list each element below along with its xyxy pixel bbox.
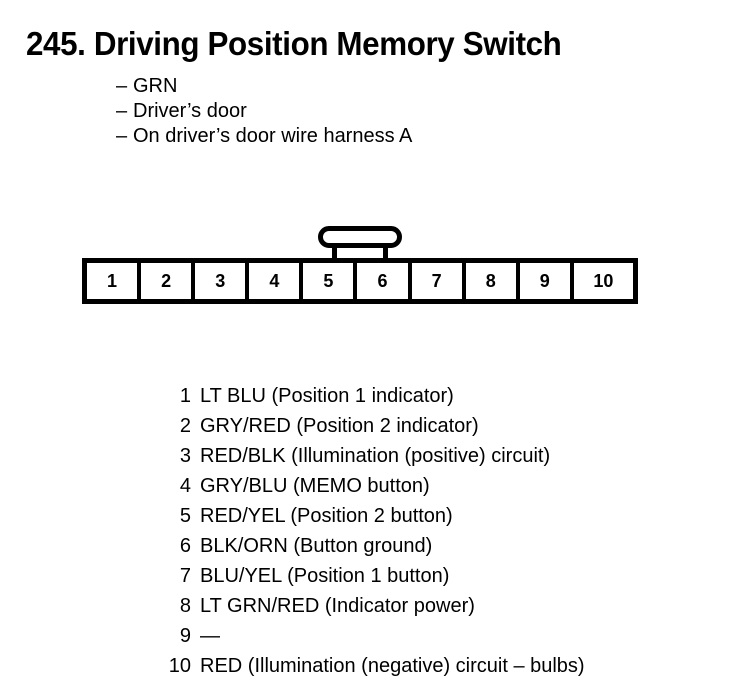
legend-pin-desc: —	[200, 625, 220, 647]
legend-pin-number: 10	[168, 655, 191, 677]
connector-pin-5: 5	[303, 263, 354, 299]
legend-pin-desc: BLK/ORN (Button ground)	[200, 535, 433, 557]
legend-row: 1 LT BLU (Position 1 indicator)	[163, 381, 585, 411]
legend-row: 4 GRY/BLU (MEMO button)	[163, 471, 585, 501]
connector-pin-7: 7	[411, 263, 462, 299]
note-item: – On driver’s door wire harness A	[116, 124, 412, 149]
legend-pin-desc: LT BLU (Position 1 indicator)	[200, 385, 454, 407]
legend-pin-desc: GRY/BLU (MEMO button)	[200, 475, 430, 497]
dash-bullet-icon: –	[116, 100, 128, 122]
legend-pin-number: 6	[179, 535, 191, 557]
note-item: – Driver’s door	[116, 99, 412, 124]
legend-row: 9 —	[163, 621, 585, 651]
connector-pin-4: 4	[249, 263, 300, 299]
page-title: 245. Driving Position Memory Switch	[26, 25, 562, 62]
note-item: – GRN	[116, 74, 412, 99]
legend-pin-number: 3	[179, 445, 191, 467]
legend-row: 7 BLU/YEL (Position 1 button)	[163, 561, 585, 591]
legend-pin-number: 7	[179, 565, 191, 587]
legend-row: 3 RED/BLK (Illumination (positive) circu…	[163, 441, 585, 471]
legend-row: 10 RED (Illumination (negative) circuit …	[163, 651, 585, 681]
connector-pin-1: 1	[87, 263, 138, 299]
note-text: Driver’s door	[133, 100, 247, 122]
connector-pin-10: 10	[573, 263, 633, 299]
note-text: On driver’s door wire harness A	[133, 125, 413, 147]
legend-pin-number: 8	[179, 595, 191, 617]
legend-row: 5 RED/YEL (Position 2 button)	[163, 501, 585, 531]
connector-pin-2: 2	[141, 263, 192, 299]
legend-row: 6 BLK/ORN (Button ground)	[163, 531, 585, 561]
dash-bullet-icon: –	[116, 75, 128, 97]
legend-pin-number: 1	[179, 385, 191, 407]
legend-pin-desc: LT GRN/RED (Indicator power)	[200, 595, 475, 617]
legend-pin-desc: BLU/YEL (Position 1 button)	[200, 565, 450, 587]
legend-row: 2 GRY/RED (Position 2 indicator)	[163, 411, 585, 441]
pin-legend-list: 1 LT BLU (Position 1 indicator) 2 GRY/RE…	[163, 381, 585, 681]
legend-pin-number: 9	[179, 625, 191, 647]
connector-pin-6: 6	[357, 263, 408, 299]
note-text: GRN	[133, 75, 178, 97]
legend-pin-number: 5	[179, 505, 191, 527]
connector-body: 1 2 3 4 5 6 7 8 9 10	[82, 258, 638, 304]
notes-list: – GRN – Driver’s door – On driver’s door…	[116, 74, 412, 149]
connector-pin-9: 9	[519, 263, 570, 299]
legend-pin-desc: GRY/RED (Position 2 indicator)	[200, 415, 479, 437]
legend-row: 8 LT GRN/RED (Indicator power)	[163, 591, 585, 621]
legend-pin-desc: RED (Illumination (negative) circuit – b…	[200, 655, 585, 677]
connector-latch-leg-left	[332, 244, 337, 260]
legend-pin-number: 4	[179, 475, 191, 497]
connector-pin-8: 8	[465, 263, 516, 299]
legend-pin-desc: RED/YEL (Position 2 button)	[200, 505, 453, 527]
connector-pin-3: 3	[195, 263, 246, 299]
dash-bullet-icon: –	[116, 125, 128, 147]
connector-latch-leg-right	[383, 244, 388, 260]
connector-latch-tab-icon	[318, 226, 402, 248]
legend-pin-number: 2	[179, 415, 191, 437]
connector-diagram: 1 2 3 4 5 6 7 8 9 10	[82, 226, 638, 306]
legend-pin-desc: RED/BLK (Illumination (positive) circuit…	[200, 445, 551, 467]
